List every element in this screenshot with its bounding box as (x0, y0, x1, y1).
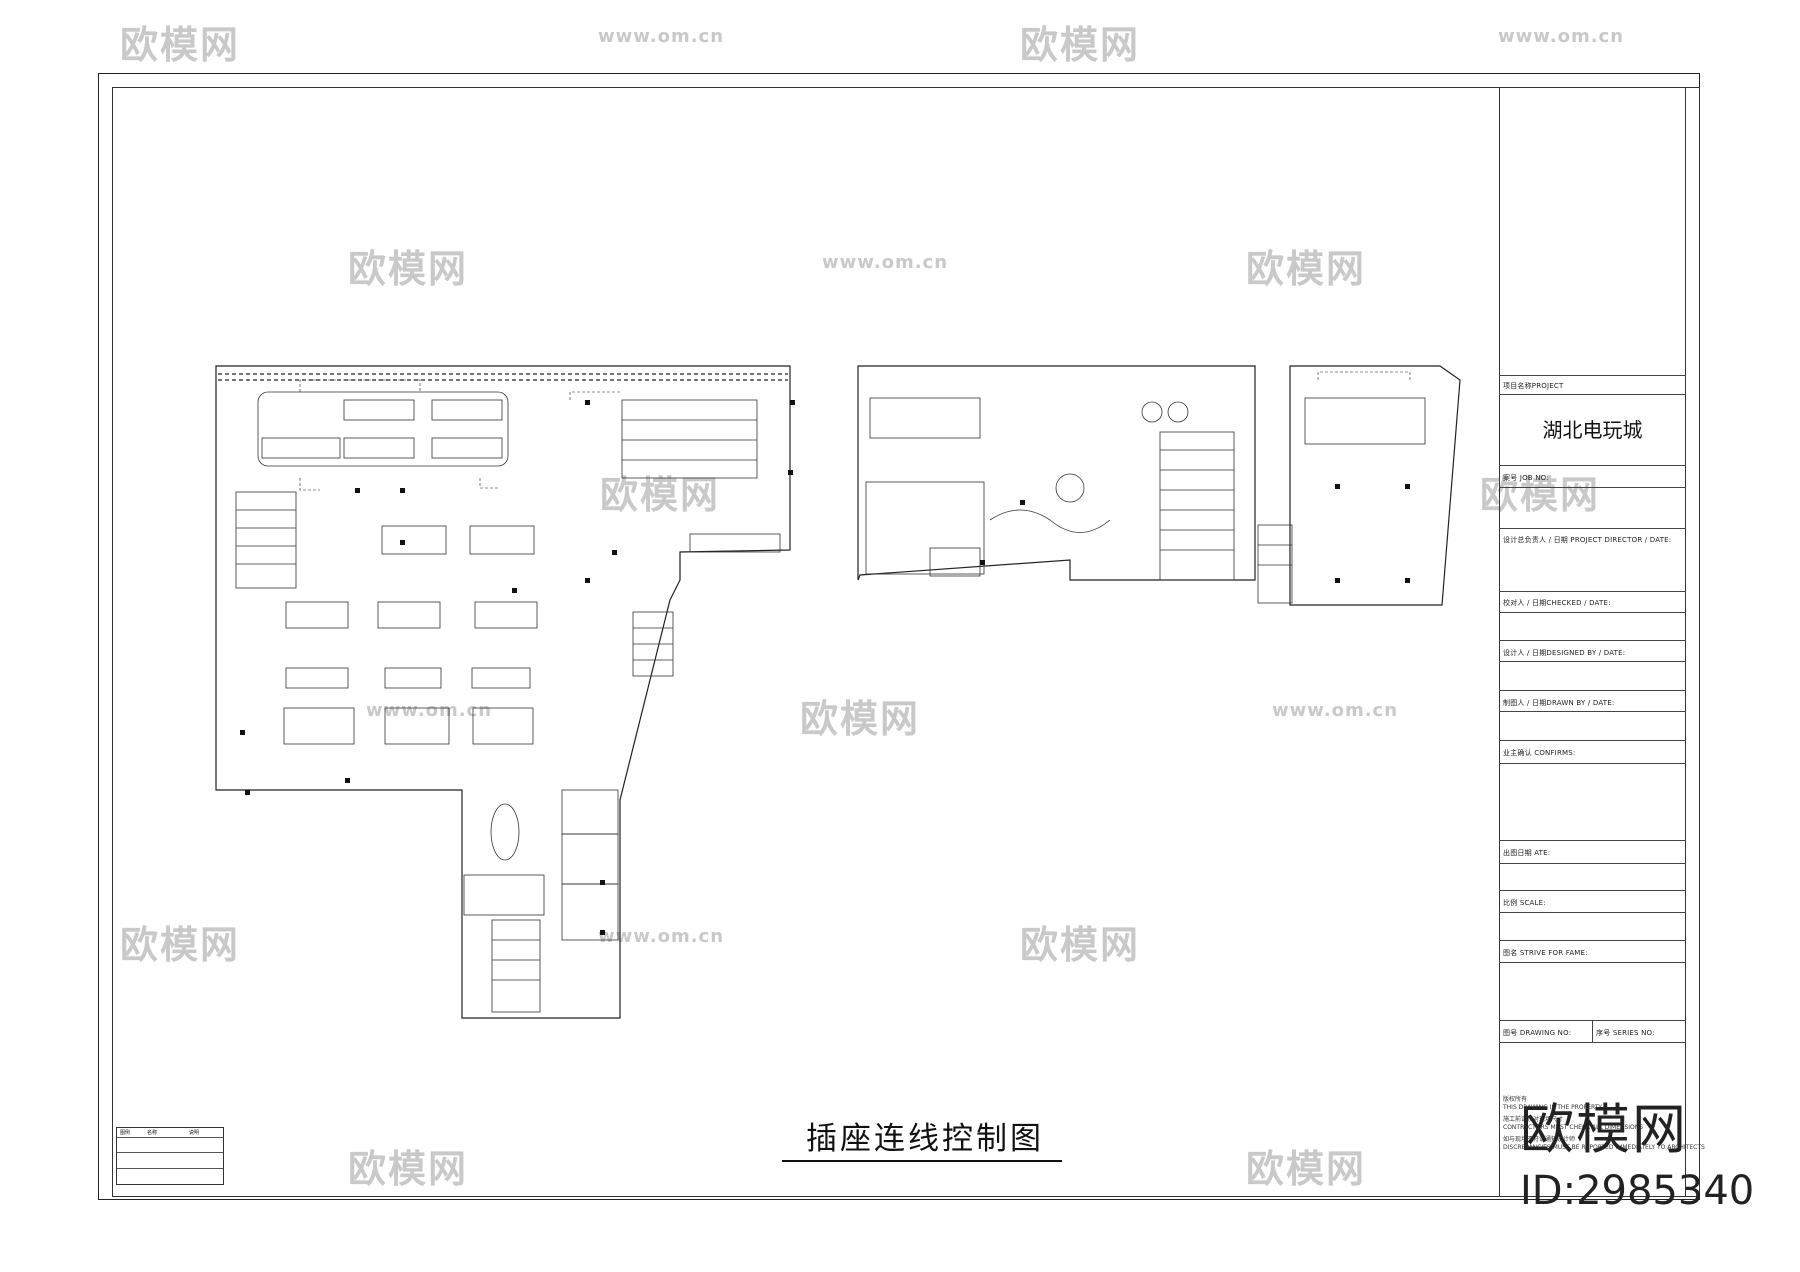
note-line: CONTRACTORS MUST CHECK ALL DIMENSIONS (1503, 1124, 1644, 1131)
watermark-url: www.om.cn (598, 926, 725, 947)
legend-row-divider (117, 1168, 223, 1169)
drawing-title: 插座连线控制图 (806, 1121, 1044, 1157)
watermark-url: www.om.cn (1272, 700, 1399, 721)
designed-label: 设计人 / 日期DESIGNED BY / DATE: (1503, 649, 1626, 657)
watermark-url: www.om.cn (1498, 26, 1625, 47)
title-block-divider (1499, 690, 1686, 691)
title-block-divider (1499, 863, 1686, 864)
watermark-url: www.om.cn (366, 700, 493, 721)
title-block-divider (1499, 740, 1686, 741)
project-label: 项目名称PROJECT (1503, 382, 1564, 390)
drawing-name-label: 图名 STRIVE FOR FAME: (1503, 949, 1588, 957)
legend-header-name: 名称 (147, 1130, 158, 1136)
checked-label: 校对人 / 日期CHECKED / DATE: (1503, 599, 1611, 607)
project-no-label: 案号 JOB NO: (1503, 474, 1549, 482)
drawing-no-label: 图号 DRAWING NO: (1503, 1029, 1572, 1037)
title-block-divider (1499, 394, 1686, 395)
socket-markers (240, 400, 1410, 935)
brand-id: ID:2985340 (1520, 1168, 1755, 1214)
drawing-frame-inner (112, 87, 1700, 1197)
title-block-divider (1499, 465, 1686, 466)
watermark-logo: 欧模网 (1246, 1147, 1367, 1191)
title-block-divider (1499, 528, 1686, 529)
legend-row-divider (117, 1152, 223, 1153)
title-block (1499, 87, 1686, 1197)
legend-table: 图例 名称 说明 (116, 1127, 224, 1185)
plan-interior (235, 391, 1426, 1013)
watermark-logo: 欧模网 (1246, 247, 1367, 291)
title-block-divider (1499, 763, 1686, 764)
legend-header-description: 说明 (189, 1130, 200, 1136)
title-block-divider (1499, 1042, 1686, 1043)
confirm-label: 业主确认 CONFIRMS: (1503, 749, 1576, 757)
project-name: 湖北电玩城 (1542, 418, 1643, 442)
title-block-divider (1499, 661, 1686, 662)
title-block-divider (1499, 375, 1686, 376)
circuit-lines (299, 371, 1411, 491)
title-block-divider (1499, 840, 1686, 841)
watermark-logo: 欧模网 (1020, 23, 1141, 67)
note-line: DISCREPANCIES MUST BE REPORTED IMMEDIATE… (1503, 1144, 1705, 1151)
brand-logo-text: 欧模网 (1520, 1098, 1688, 1161)
legend-header-symbol: 图例 (120, 1130, 131, 1136)
watermark-logo: 欧模网 (600, 473, 721, 517)
watermark-logo: 欧模网 (120, 923, 241, 967)
note-line: 版权所有 (1503, 1096, 1528, 1103)
title-block-divider (1499, 487, 1686, 488)
watermark-logo: 欧模网 (120, 23, 241, 67)
watermark-logo: 欧模网 (1020, 923, 1141, 967)
scale-label: 比例 SCALE: (1503, 899, 1546, 907)
title-block-divider (1499, 591, 1686, 592)
watermark-logo: 欧模网 (348, 247, 469, 291)
title-block-divider (1499, 912, 1686, 913)
title-block-divider (1499, 890, 1686, 891)
title-block-divider (1499, 940, 1686, 941)
director-label: 设计总负责人 / 日期 PROJECT DIRECTOR / DATE: (1503, 536, 1672, 544)
note-line: 施工前请核对现场尺寸 (1503, 1116, 1564, 1123)
legend-row-divider (117, 1137, 223, 1138)
watermark-url: www.om.cn (822, 252, 949, 273)
series-no-label: 序号 SERIES NO: (1596, 1029, 1655, 1037)
plan-walls (215, 365, 1461, 1019)
note-line: 如与现场不符请通知设计师 (1503, 1136, 1576, 1143)
title-block-divider (1499, 962, 1686, 963)
note-line: THIS DRAWING IS THE PROPERTY (1503, 1104, 1603, 1111)
drawn-label: 制图人 / 日期DRAWN BY / DATE: (1503, 699, 1615, 707)
title-block-divider (1499, 711, 1686, 712)
title-block-divider (1499, 640, 1686, 641)
watermark-logo: 欧模网 (800, 697, 921, 741)
title-block-divider (1499, 612, 1686, 613)
watermark-url: www.om.cn (598, 26, 725, 47)
date-label: 出图日期 ATE: (1503, 849, 1551, 857)
title-underline (782, 1160, 1062, 1162)
title-block-divider-vertical (1592, 1020, 1593, 1042)
watermark-logo: 欧模网 (348, 1147, 469, 1191)
